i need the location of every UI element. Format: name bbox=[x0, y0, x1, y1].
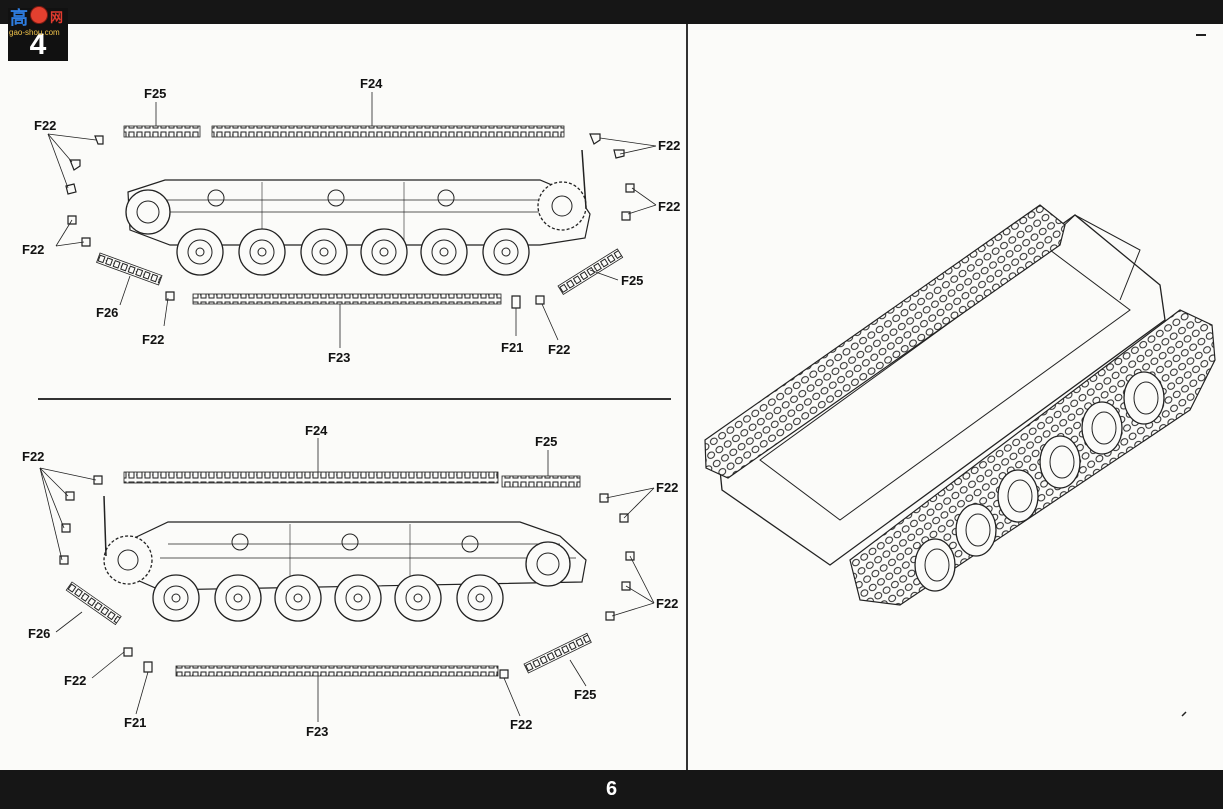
part-label-f21: F21 bbox=[501, 340, 524, 355]
corner-mark bbox=[1196, 34, 1206, 36]
watermark-logo-glyph-2: 网 bbox=[50, 10, 64, 25]
hull-side-top bbox=[127, 179, 591, 246]
road-wheels-top bbox=[176, 228, 530, 276]
drive-sprocket-bottom bbox=[103, 535, 153, 585]
watermark-url: gao-shou.com bbox=[9, 28, 60, 37]
part-label-f25: F25 bbox=[621, 273, 644, 288]
far-track-iso bbox=[704, 204, 1066, 479]
isometric-hull-view bbox=[704, 204, 1216, 717]
watermark-mascot-icon bbox=[30, 6, 48, 24]
track-section-f25-right-bottom bbox=[523, 632, 592, 674]
part-label-f22: F22 bbox=[658, 199, 681, 214]
track-section-f23-top bbox=[192, 293, 502, 305]
part-label-f23: F23 bbox=[328, 350, 351, 365]
near-track-iso bbox=[849, 309, 1216, 606]
vertical-divider bbox=[686, 24, 688, 770]
part-label-f22: F22 bbox=[658, 138, 681, 153]
track-section-f25-top bbox=[123, 125, 201, 138]
idler-wheel-bottom bbox=[525, 541, 571, 587]
part-label-f22: F22 bbox=[34, 118, 57, 133]
part-label-f22: F22 bbox=[656, 596, 679, 611]
road-wheels-iso bbox=[914, 371, 1165, 592]
part-label-f26: F26 bbox=[28, 626, 51, 641]
part-label-f22: F22 bbox=[142, 332, 165, 347]
idler-wheel-top bbox=[125, 189, 171, 235]
part-label-f24: F24 bbox=[360, 76, 383, 91]
bracket-parts-top bbox=[65, 133, 635, 309]
part-label-f26: F26 bbox=[96, 305, 119, 320]
watermark-logo-glyph: 高 bbox=[10, 8, 28, 28]
top-assembly bbox=[47, 92, 657, 348]
part-label-f21: F21 bbox=[124, 715, 147, 730]
part-label-f22: F22 bbox=[64, 673, 87, 688]
part-label-f25: F25 bbox=[574, 687, 597, 702]
track-section-f26-bottom bbox=[65, 581, 122, 626]
track-section-f25-right-top bbox=[557, 248, 624, 296]
step-number: 4 bbox=[29, 28, 47, 61]
top-bar bbox=[0, 0, 1223, 24]
track-section-f24-bottom bbox=[123, 471, 499, 484]
bottom-bar bbox=[0, 770, 1223, 809]
track-section-f23-bottom bbox=[175, 665, 499, 677]
part-label-f22: F22 bbox=[22, 242, 45, 257]
part-label-f23: F23 bbox=[306, 724, 329, 739]
part-label-f24: F24 bbox=[305, 423, 328, 438]
part-label-f25: F25 bbox=[535, 434, 558, 449]
part-label-f25: F25 bbox=[144, 86, 167, 101]
horizontal-divider bbox=[38, 398, 671, 400]
road-wheels-bottom bbox=[152, 574, 504, 622]
track-section-f26-top bbox=[96, 252, 163, 286]
track-section-f25-bottom bbox=[501, 475, 581, 488]
part-label-f22: F22 bbox=[548, 342, 571, 357]
page-number: 6 bbox=[605, 778, 618, 800]
part-label-f22: F22 bbox=[510, 717, 533, 732]
bracket-parts-bottom bbox=[59, 475, 635, 679]
drive-sprocket-top bbox=[537, 181, 587, 231]
bottom-assembly bbox=[39, 438, 655, 722]
track-section-f24-top bbox=[211, 125, 565, 138]
part-label-f22: F22 bbox=[22, 449, 45, 464]
part-label-f22: F22 bbox=[656, 480, 679, 495]
